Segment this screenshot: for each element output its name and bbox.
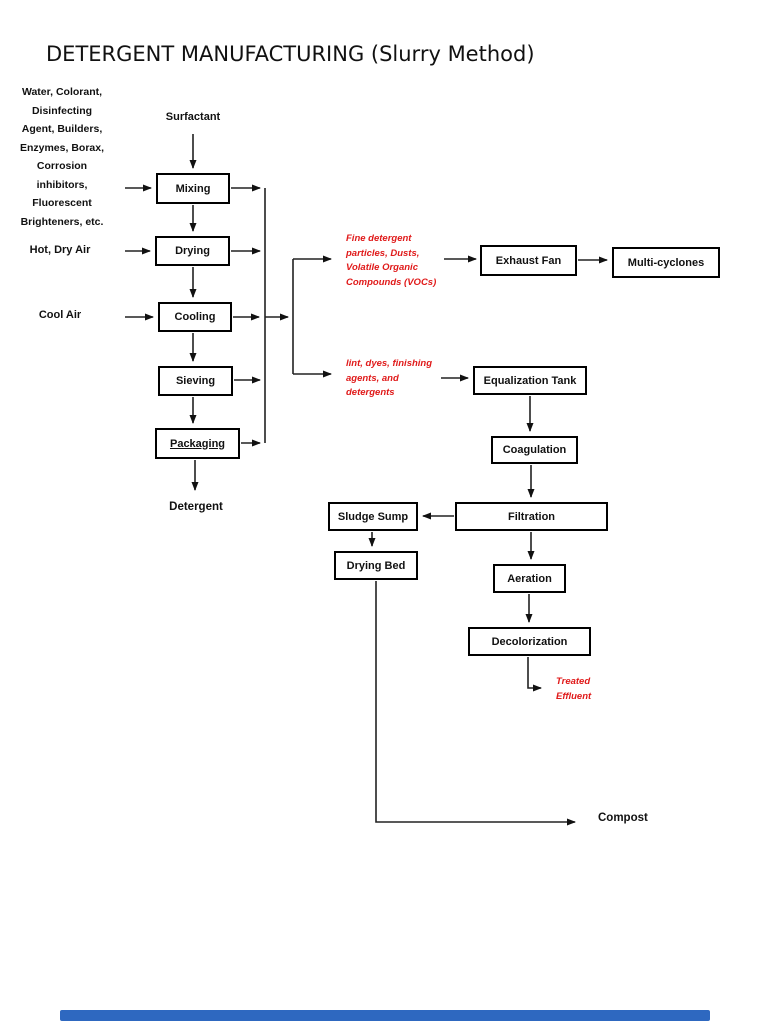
surfactant-label: Surfactant <box>165 111 221 123</box>
lint-dyes-annotation: lint, dyes, finishing agents, and deterg… <box>346 358 433 398</box>
equalization-tank-label: Equalization Tank <box>483 374 577 387</box>
arrow-drying-bed-to-compost <box>375 581 576 826</box>
aeration-box: Aeration <box>493 564 566 593</box>
coagulation-label: Coagulation <box>502 444 567 456</box>
exhaust-fan-box: Exhaust Fan <box>480 245 577 276</box>
arrow-decolorization-to-effluent <box>527 657 542 692</box>
drying-bed-label: Drying Bed <box>346 559 406 572</box>
cooling-box: Cooling <box>158 302 232 332</box>
packaging-box: Packaging <box>155 428 240 459</box>
compost-output-label: Compost <box>598 812 648 824</box>
sieving-label: Sieving <box>175 375 216 387</box>
sieving-box: Sieving <box>158 366 233 396</box>
aeration-label: Aeration <box>507 572 552 585</box>
filtration-label: Filtration <box>507 510 556 523</box>
mixing-label: Mixing <box>175 182 211 195</box>
coagulation-box: Coagulation <box>491 436 578 464</box>
horizontal-scrollbar[interactable] <box>60 1010 710 1021</box>
equalization-tank-box: Equalization Tank <box>473 366 587 395</box>
page-title: DETERGENT MANUFACTURING (Slurry Method) <box>46 42 535 66</box>
sludge-sump-box: Sludge Sump <box>328 502 418 531</box>
cooling-label: Cooling <box>174 311 216 323</box>
mixing-box: Mixing <box>156 173 230 204</box>
drying-bed-box: Drying Bed <box>334 551 418 580</box>
decolorization-box: Decolorization <box>468 627 591 656</box>
cool-air-label: Cool Air <box>38 309 82 321</box>
detergent-output-label: Detergent <box>169 501 223 513</box>
drying-label: Drying <box>175 245 210 257</box>
treated-effluent-annotation: Treated Effluent <box>556 676 592 702</box>
sludge-sump-label: Sludge Sump <box>337 510 409 523</box>
packaging-label: Packaging <box>169 437 226 450</box>
multi-cyclones-box: Multi-cyclones <box>612 247 720 278</box>
ingredients-label: Water, Colorant, Disinfecting Agent, Bui… <box>19 86 105 228</box>
multi-cyclones-label: Multi-cyclones <box>627 256 705 269</box>
drying-box: Drying <box>155 236 230 266</box>
decolorization-label: Decolorization <box>491 635 568 648</box>
exhaust-fan-label: Exhaust Fan <box>495 254 562 267</box>
filtration-box: Filtration <box>455 502 608 531</box>
fine-particles-annotation: Fine detergent particles, Dusts, Volatil… <box>346 233 437 288</box>
hot-dry-air-label: Hot, Dry Air <box>29 244 91 256</box>
